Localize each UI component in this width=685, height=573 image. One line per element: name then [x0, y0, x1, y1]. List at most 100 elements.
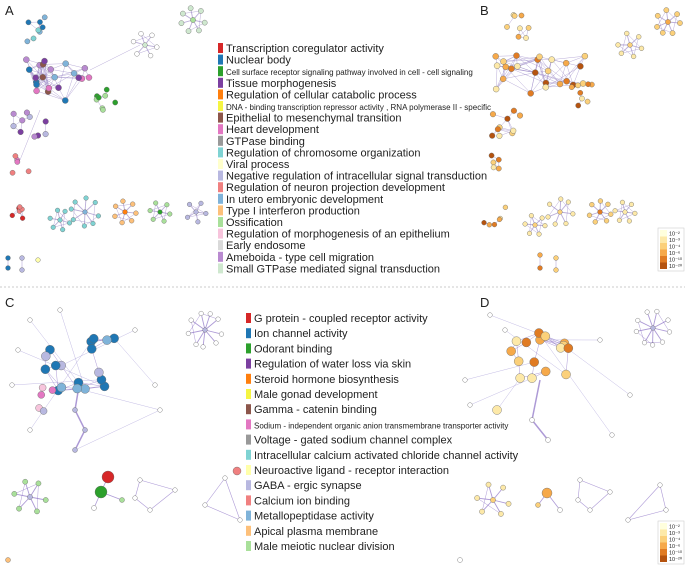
network-node	[94, 367, 104, 378]
network-node	[72, 447, 78, 453]
network-node	[515, 373, 525, 383]
network-node	[57, 217, 63, 223]
network-node	[10, 123, 17, 130]
scale-top-tick: 10⁻⁶	[669, 250, 680, 257]
network-edge	[652, 327, 670, 333]
legend-bottom-label: Calcium ion binding	[254, 495, 350, 507]
network-node	[526, 230, 532, 236]
network-node	[562, 59, 570, 67]
network-node	[161, 218, 167, 224]
network-node	[505, 500, 512, 507]
network-edge	[74, 429, 86, 451]
network-edge	[62, 211, 66, 230]
network-node	[544, 67, 552, 75]
network-edge	[29, 69, 50, 89]
scale-top-swatch	[660, 256, 667, 263]
network-node	[527, 373, 537, 383]
network-edge	[476, 497, 502, 515]
scale-bottom-tick: 10⁻³	[669, 531, 680, 537]
network-node	[70, 217, 76, 223]
network-node	[489, 111, 496, 118]
network-node	[154, 44, 160, 50]
network-edge	[579, 479, 611, 493]
network-node	[48, 386, 57, 394]
network-edge	[140, 33, 157, 48]
network-node	[462, 377, 468, 383]
network-edge	[139, 479, 176, 491]
network-node	[626, 218, 632, 224]
network-node	[632, 210, 638, 216]
network-edge	[503, 78, 531, 94]
network-node	[511, 13, 518, 19]
network-node	[515, 33, 522, 40]
network-node	[190, 17, 196, 23]
network-edge	[65, 77, 79, 101]
legend-top-label: Cell surface receptor signaling pathway …	[226, 68, 473, 77]
network-edge	[627, 484, 661, 521]
network-edge	[619, 202, 623, 221]
network-node	[537, 265, 543, 271]
network-edge	[26, 59, 43, 78]
network-edge	[577, 499, 591, 511]
network-node	[56, 382, 67, 393]
network-node	[201, 19, 208, 26]
network-edge	[559, 55, 586, 85]
network-node	[657, 482, 663, 488]
network-node	[481, 220, 487, 226]
network-edge	[14, 483, 39, 495]
network-edge	[36, 90, 66, 101]
network-edge	[666, 9, 681, 24]
network-edge	[656, 311, 670, 333]
network-node	[198, 8, 204, 14]
network-edge	[121, 212, 137, 223]
network-node	[9, 212, 15, 219]
network-edge	[559, 63, 567, 85]
legend-top-swatch	[218, 170, 223, 181]
network-node	[622, 209, 628, 215]
legend-top-swatch	[218, 240, 223, 251]
network-node	[153, 200, 159, 206]
network-edge	[614, 204, 632, 211]
network-edge	[65, 63, 85, 69]
legend-top-swatch	[218, 112, 223, 123]
network-node	[545, 214, 551, 220]
network-node	[495, 165, 502, 172]
network-node	[10, 110, 17, 117]
network-edge	[133, 35, 153, 42]
legend-bottom-swatch	[246, 404, 251, 415]
network-node	[102, 92, 109, 99]
network-edge	[150, 204, 167, 211]
network-node	[188, 317, 194, 323]
legend-top-swatch	[218, 66, 223, 77]
network-node	[536, 53, 543, 61]
network-node	[585, 81, 591, 88]
scale-bottom-swatch	[660, 555, 667, 562]
network-node	[92, 199, 98, 205]
network-edge	[190, 319, 206, 331]
network-edge	[202, 329, 206, 347]
legend-bottom-swatch	[246, 358, 251, 369]
network-node	[80, 384, 90, 394]
network-node	[545, 437, 551, 443]
network-edge	[11, 379, 102, 386]
legend-top-label: DNA - binding transcription repressor ac…	[226, 103, 491, 112]
legend-bottom-swatch	[246, 419, 251, 430]
legend-top-label: GTPase binding	[226, 136, 305, 148]
scale-bottom-tick: 10⁻⁴	[669, 537, 681, 544]
legend-top-swatch	[218, 263, 223, 274]
network-edge	[617, 44, 634, 57]
network-edge	[644, 327, 654, 343]
legend-top-label: Ossification	[226, 217, 283, 229]
network-node	[75, 74, 82, 81]
network-edge	[633, 36, 639, 57]
legend-top-swatch	[218, 54, 223, 65]
legend-top-label: Heart development	[226, 124, 319, 136]
legend-bottom-swatch	[246, 495, 251, 506]
network-node	[134, 51, 140, 57]
scale-bottom-tick: 10⁻²	[669, 525, 680, 531]
legend-bottom-label: Regulation of water loss via skin	[254, 359, 411, 371]
panel-letter-b: B	[480, 3, 489, 18]
network-edge	[627, 509, 667, 521]
network-edge	[495, 55, 517, 57]
